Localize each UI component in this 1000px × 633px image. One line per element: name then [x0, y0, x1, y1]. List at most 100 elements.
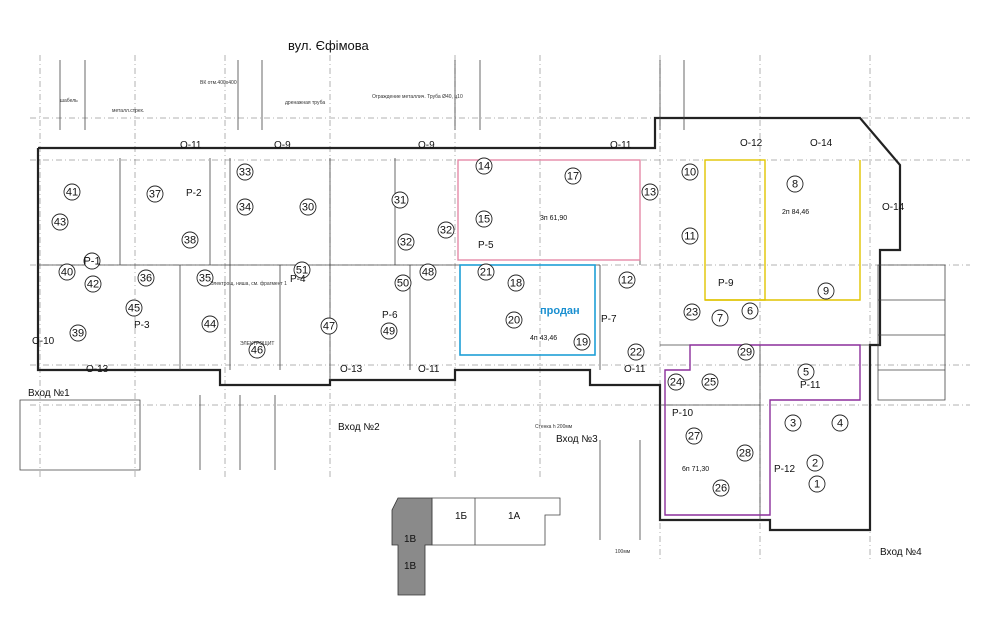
- room-number: P-1: [83, 256, 100, 268]
- room-number: 29: [740, 347, 752, 359]
- room-number: 33: [239, 167, 251, 179]
- room-circle: [146, 185, 164, 203]
- room-marker: 39: [69, 324, 87, 342]
- room-circle: [831, 414, 849, 432]
- room-marker: 47: [320, 317, 338, 335]
- unit-4p-outline: [459, 264, 596, 356]
- section-label: O-11: [180, 140, 202, 151]
- room-circle: [196, 269, 214, 287]
- room-marker: 27: [685, 427, 703, 445]
- room-number: 3: [790, 418, 796, 430]
- room-number: 10: [684, 167, 696, 179]
- room-marker: 37: [146, 185, 164, 203]
- section-label: P-12: [774, 464, 796, 475]
- room-marker: 18: [507, 274, 525, 292]
- section-label: O-13: [340, 364, 363, 375]
- room-circle: [391, 191, 409, 209]
- room-circle: [181, 231, 199, 249]
- room-marker: 24: [667, 373, 685, 391]
- room-circle: [83, 252, 101, 270]
- room-circle: [477, 263, 495, 281]
- room-marker: 22: [627, 343, 645, 361]
- room-number: 32: [440, 225, 452, 237]
- axis-grid: [30, 55, 970, 560]
- key-block-1a: 1А: [508, 511, 521, 522]
- room-circle: [573, 333, 591, 351]
- unit-3p-outline: [457, 159, 641, 261]
- room-circle: [58, 263, 76, 281]
- room-marker: 2: [806, 454, 824, 472]
- room-number: 17: [567, 171, 579, 183]
- room-circle: [125, 299, 143, 317]
- room-number: 51: [296, 265, 308, 277]
- room-marker: 15: [475, 210, 493, 228]
- room-number: 37: [149, 189, 161, 201]
- room-number: 6: [747, 306, 753, 318]
- room-circle: [784, 414, 802, 432]
- section-label: O-14: [882, 202, 905, 213]
- section-label: O-9: [274, 140, 291, 151]
- room-marker: 51: [293, 261, 311, 279]
- room-circle: [380, 322, 398, 340]
- room-number: 50: [397, 278, 409, 290]
- annotation-wall: Стенка h 200мм: [535, 424, 573, 430]
- room-number: 22: [630, 347, 642, 359]
- unit-label-2p: 2п 84,46: [782, 209, 809, 216]
- key-plan: 1Б 1А 1В 1В: [391, 497, 561, 596]
- section-label: P-7: [601, 314, 617, 325]
- room-circle: [236, 198, 254, 216]
- room-number: 15: [478, 214, 490, 226]
- room-circle: [683, 303, 701, 321]
- section-label: O-14: [810, 138, 833, 149]
- room-marker: 9: [817, 282, 835, 300]
- room-number: 18: [510, 278, 522, 290]
- room-circle: [806, 454, 824, 472]
- room-circle: [320, 317, 338, 335]
- room-circle: [51, 213, 69, 231]
- room-marker: 19: [573, 333, 591, 351]
- unit-label-3p: 3п 61,90: [540, 215, 567, 222]
- room-circle: [741, 302, 759, 320]
- room-number: 41: [66, 187, 78, 199]
- room-marker: 13: [641, 183, 659, 201]
- room-marker: 21: [477, 263, 495, 281]
- room-marker: 11: [681, 227, 699, 245]
- room-circle: [419, 263, 437, 281]
- room-marker: 46: [248, 341, 266, 359]
- room-circle: [84, 275, 102, 293]
- room-number: 20: [508, 315, 520, 327]
- section-label: O-11: [418, 364, 440, 375]
- scale-note: 100мм: [615, 549, 631, 555]
- room-marker: 32: [437, 221, 455, 239]
- room-number: 27: [688, 431, 700, 443]
- room-number: 23: [686, 307, 698, 319]
- annotation-railing: Ограждение металлич. Труба Ø40, ц10: [372, 94, 463, 100]
- room-number: 13: [644, 187, 656, 199]
- room-marker: 33: [236, 163, 254, 181]
- room-number: 39: [72, 328, 84, 340]
- room-circle: [712, 479, 730, 497]
- room-circle: [681, 227, 699, 245]
- room-marker: 6: [741, 302, 759, 320]
- room-marker: 5: [797, 363, 815, 381]
- room-number: 47: [323, 321, 335, 333]
- section-label: O-13: [86, 364, 109, 375]
- section-label: P-10: [672, 408, 694, 419]
- room-marker: 8: [786, 175, 804, 193]
- unit-label-6p: 6п 71,30: [682, 466, 709, 473]
- key-block-1v-a: 1В: [404, 534, 417, 545]
- room-circle: [505, 311, 523, 329]
- room-number: 40: [61, 267, 73, 279]
- room-marker: 29: [737, 343, 755, 361]
- room-circle: [641, 183, 659, 201]
- section-label: P-5: [478, 240, 494, 251]
- room-circle: [137, 269, 155, 287]
- unit-2p-outline: [704, 159, 766, 301]
- room-marker: 23: [683, 303, 701, 321]
- room-number: 46: [251, 345, 263, 357]
- room-number: 21: [480, 267, 492, 279]
- room-marker: 42: [84, 275, 102, 293]
- room-marker: 3: [784, 414, 802, 432]
